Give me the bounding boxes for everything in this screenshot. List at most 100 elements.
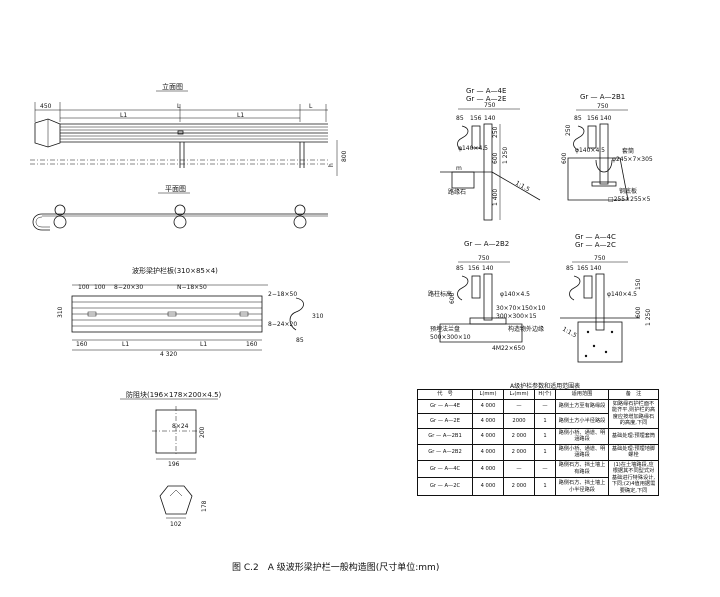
secD-150: 150: [635, 278, 642, 290]
secC-750: 750: [478, 255, 490, 262]
secC-l2: 30×70×150×10: [496, 305, 546, 312]
secB-plate: 钢底板: [619, 187, 637, 195]
secC-l7: 4M22×650: [492, 345, 525, 352]
dim-L: L: [177, 103, 181, 110]
beam-dim-8-24: 8−24×20: [268, 321, 297, 328]
col-L: L(mm): [472, 389, 504, 400]
block-dim-178: 178: [201, 500, 208, 512]
beam-dim-160a: 160: [76, 341, 88, 348]
dim-h: h: [328, 163, 335, 167]
secB-sleeve: 套筒: [622, 147, 634, 155]
beam-title: 波形梁护栏板(310×85×4): [132, 266, 218, 275]
secD-165: 165: [577, 265, 589, 272]
block-dim-102: 102: [170, 521, 182, 528]
dim-L-right: L: [309, 103, 313, 110]
secD-1250: 1 250: [645, 309, 652, 326]
secC-phi: φ140×4.5: [500, 291, 530, 298]
section-c: Gr — A—2B2 750 85 156 140 φ140×4.5 路柱标高 …: [428, 240, 546, 352]
section-a: Gr — A—4E Gr — A—2E 750 85 156 140 路缘石 m…: [440, 87, 541, 221]
beam-plate-view: 波形梁护栏板(310×85×4) 100 100 8−20×30 N−18×50…: [57, 266, 324, 358]
plan-title: 平面图: [165, 185, 186, 193]
col-L1: L₁(mm): [503, 389, 535, 400]
col-scope: 适用范围: [555, 389, 609, 400]
secC-140: 140: [482, 265, 494, 272]
secD-600: 600: [635, 306, 642, 318]
secC-title: Gr — A—2B2: [464, 240, 509, 248]
secA-1400: 1 400: [492, 189, 499, 206]
beam-profile-85: 85: [296, 337, 304, 344]
dim-L1-left: L1: [120, 112, 127, 119]
block-dim-8x24: 8×24: [172, 423, 189, 430]
elevation-title: 立面图: [162, 82, 183, 91]
col-H: H(个): [534, 389, 556, 400]
secA-600: 600: [492, 152, 499, 164]
secB-85: 85: [574, 115, 582, 122]
beam-dim-2-18: 2−18×50: [268, 291, 297, 298]
secD-phi: φ140×4.5: [607, 291, 637, 298]
secA-m: m: [456, 165, 462, 172]
secA-slope: 1:1.5: [514, 180, 531, 194]
secA-phi: φ140×4.5: [458, 145, 488, 152]
secB-156: 156: [587, 115, 599, 122]
col-note: 备 注: [608, 389, 659, 400]
secA-curb: 路缘石: [448, 188, 466, 196]
col-code: 代 号: [417, 389, 473, 400]
figure-caption: 图 C.2 A 级波形梁护栏一般构造图(尺寸单位:mm): [232, 563, 440, 573]
beam-dim-100a: 100: [78, 284, 90, 291]
dim-800: 800: [341, 150, 348, 162]
secC-l5: 500×300×10: [430, 334, 471, 341]
secB-750: 750: [597, 103, 609, 110]
secB-phi: φ140×4.5: [575, 147, 605, 154]
beam-dim-160b: 160: [246, 341, 258, 348]
beam-dim-N: N−18×50: [177, 284, 207, 291]
secC-l6: 构造物外边缘: [508, 325, 544, 333]
beam-dim-L1b: L1: [200, 341, 207, 348]
secA-1250: 1 250: [502, 147, 509, 164]
section-d: Gr — A—4C Gr — A—2C 750 85 165 140 φ140×…: [560, 233, 652, 363]
secB-plate-dim: □255×255×5: [608, 196, 651, 203]
table-title: A级护栏参数和适用范围表: [510, 383, 581, 390]
beam-dim-100b: 100: [94, 284, 106, 291]
secA-title-1: Gr — A—4E: [466, 87, 506, 95]
secD-title-2: Gr — A—2C: [575, 241, 616, 249]
beam-dim-310: 310: [57, 306, 64, 318]
secA-750: 750: [484, 102, 496, 109]
beam-profile-310: 310: [312, 313, 324, 320]
secC-l1: 路柱标高: [428, 290, 452, 298]
beam-dim-holes: 8−20×30: [114, 284, 143, 291]
beam-dim-L1a: L1: [122, 341, 129, 348]
secC-600: 600: [449, 292, 456, 304]
elevation-view: 立面图 450 L L L1 L1 h: [30, 82, 348, 176]
secB-250: 250: [565, 124, 572, 136]
parameter-table: 代 号 L(mm) L₁(mm) H(个) 适用范围 备 注 Gr — A—4E…: [417, 389, 659, 496]
secB-sleeve-dim: φ245×7×305: [612, 156, 653, 163]
secD-slope: 1:1.5: [561, 326, 578, 340]
secD-title-1: Gr — A—4C: [575, 233, 616, 241]
block-dim-200: 200: [199, 426, 206, 438]
secA-140: 140: [484, 115, 496, 122]
secA-85: 85: [456, 115, 464, 122]
secD-85: 85: [566, 265, 574, 272]
secD-140: 140: [590, 265, 602, 272]
dim-L1-right: L1: [237, 112, 244, 119]
secB-140: 140: [600, 115, 612, 122]
secC-85: 85: [456, 265, 464, 272]
block-view: 防阻块(196×178×200×4.5) 8×24 200 196 178 10…: [120, 390, 222, 528]
beam-dim-4320: 4 320: [160, 351, 177, 358]
secA-250: 250: [492, 126, 499, 138]
secC-l3: 300×300×15: [496, 313, 537, 320]
block-title: 防阻块(196×178×200×4.5): [126, 390, 222, 399]
secB-title: Gr — A—2B1: [580, 93, 625, 101]
secB-600: 600: [561, 152, 568, 164]
dim-450: 450: [40, 103, 52, 110]
plan-view: 平面图: [32, 185, 328, 231]
section-b: Gr — A—2B1 750 85 156 140 套筒 φ245×7×305 …: [561, 93, 653, 203]
secA-title-2: Gr — A—2E: [466, 95, 506, 103]
secC-l4: 预埋法兰盘: [430, 325, 460, 333]
